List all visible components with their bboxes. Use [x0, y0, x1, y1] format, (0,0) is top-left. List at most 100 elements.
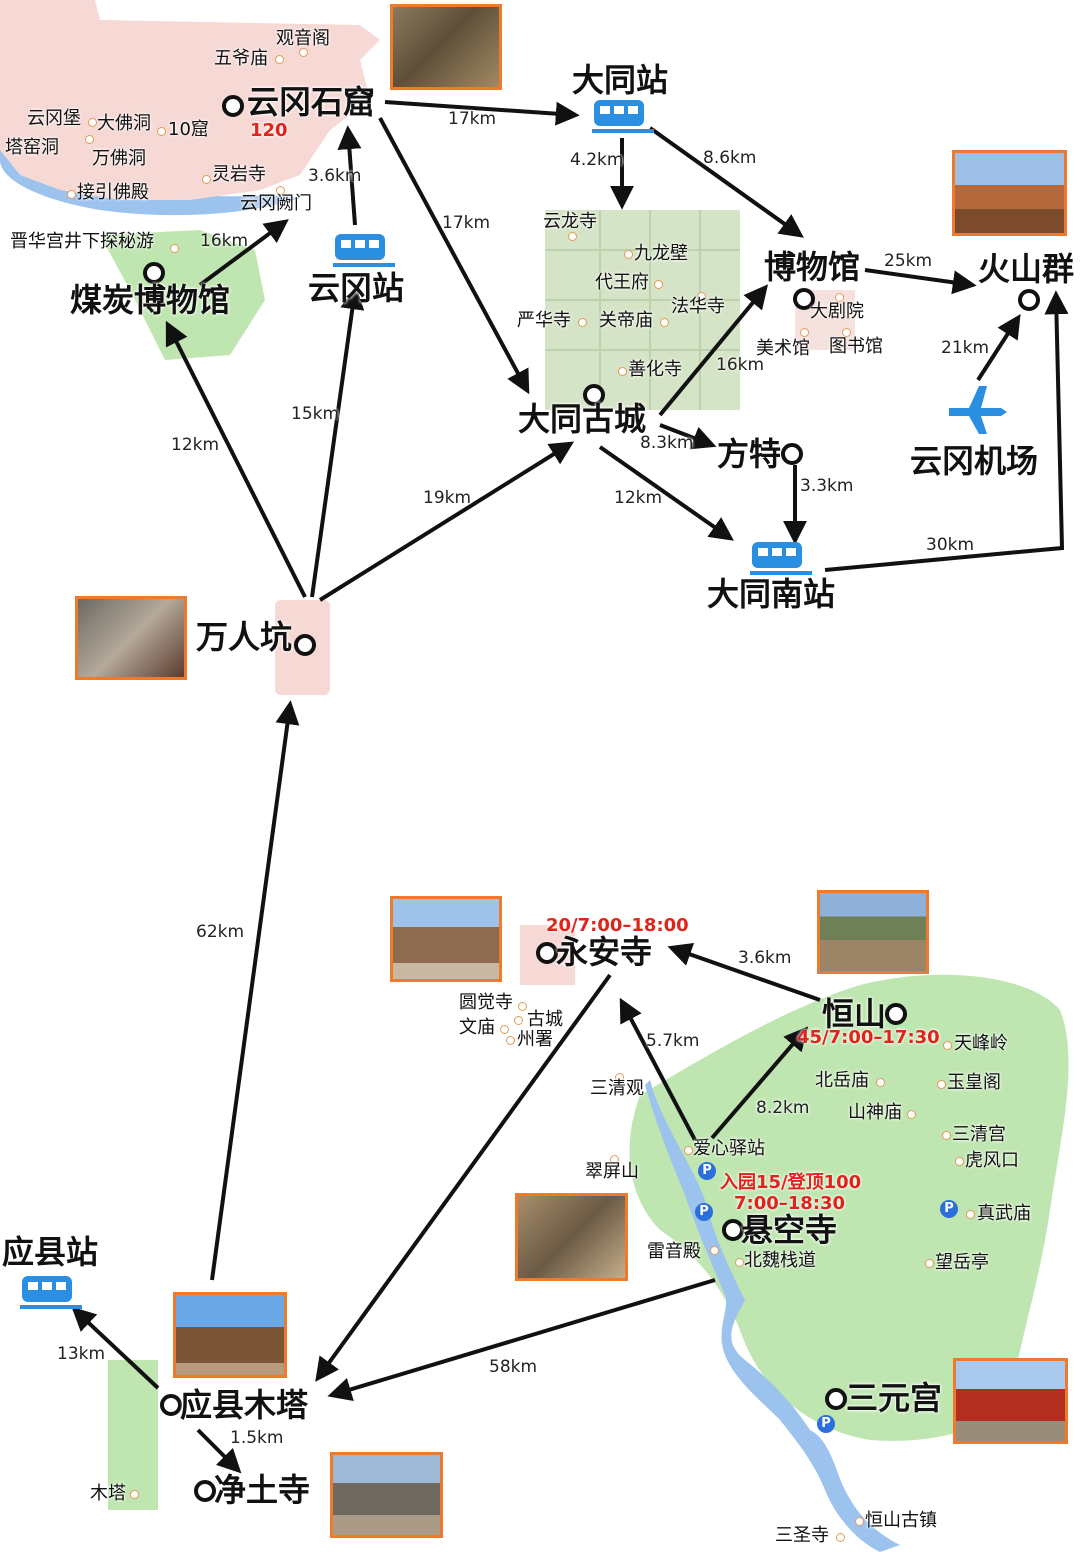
train-icon	[20, 1276, 82, 1309]
place-yingxian-tower: 应县木塔	[180, 1386, 309, 1424]
xuankong-price: 入园15/登顶100	[720, 1172, 862, 1193]
poi-daiwangfu: 代王府	[595, 272, 649, 293]
yingxian-tower-marker	[160, 1394, 182, 1416]
place-south-station: 大同南站	[707, 575, 836, 613]
poi-guanyinge: 观音阁	[276, 28, 330, 49]
place-yingxian-station: 应县站	[2, 1233, 99, 1271]
xuankong-photo	[515, 1193, 628, 1281]
poi-jiulongbi: 九龙壁	[634, 243, 688, 264]
poi-marker	[130, 1490, 139, 1499]
poi-marker	[618, 367, 627, 376]
distance-label: 3.6km	[308, 166, 362, 186]
poi-hufengkou: 虎风口	[965, 1150, 1019, 1171]
poi-marker	[684, 1146, 693, 1155]
airplane-icon	[949, 386, 1007, 434]
yungang-price: 120	[250, 120, 288, 141]
distance-label: 15km	[291, 404, 340, 424]
train-icon	[592, 100, 654, 133]
volcano-photo	[952, 150, 1067, 236]
poi-tushuguan: 图书馆	[829, 336, 883, 357]
poi-marker	[299, 48, 308, 57]
place-fangte: 方特	[717, 435, 782, 473]
distance-label: 12km	[171, 435, 220, 455]
distance-label: 13km	[57, 1344, 106, 1364]
poi-dafodong: 大佛洞	[97, 113, 151, 134]
poi-wenmiao: 文庙	[459, 1017, 495, 1038]
yingxian-photo	[173, 1292, 287, 1378]
place-airport: 云冈机场	[910, 442, 1039, 480]
distance-label: 19km	[423, 488, 472, 508]
distance-label: 1.5km	[230, 1428, 284, 1448]
distance-label: 5.7km	[646, 1031, 700, 1051]
poi-marker	[842, 328, 851, 337]
distance-label: 25km	[884, 251, 933, 271]
poi-yuhuangge: 玉皇阁	[947, 1072, 1001, 1093]
place-sanyuan: 三元宫	[846, 1379, 943, 1417]
distance-label: 8.6km	[703, 148, 757, 168]
place-yungang: 云冈石窟	[247, 83, 376, 121]
parking-icon: P	[698, 1162, 716, 1180]
poi-yuanjuesi: 圆觉寺	[459, 992, 513, 1013]
poi-sanshengsi: 三圣寺	[775, 1525, 829, 1546]
poi-jieyinfodian: 接引佛殿	[77, 182, 149, 203]
parking-icon: P	[940, 1200, 958, 1218]
place-volcano: 火山群	[978, 250, 1075, 288]
poi-marker	[800, 328, 809, 337]
distance-label: 8.2km	[756, 1098, 810, 1118]
yungang-area	[0, 0, 380, 200]
river-top	[0, 30, 300, 216]
poi-sanqingguan: 三清观	[590, 1078, 644, 1099]
poi-yanhuasi: 严华寺	[517, 310, 571, 331]
poi-fahuasi: 法华寺	[671, 296, 725, 317]
poi-marker	[578, 318, 587, 327]
parking-icon: P	[695, 1203, 713, 1221]
place-yungang-station: 云冈站	[308, 269, 405, 307]
coal-museum-area	[100, 230, 265, 360]
poi-marker	[568, 232, 577, 241]
wanrenkeng-photo	[75, 596, 187, 680]
poi-shanshenmiao: 山神庙	[848, 1102, 902, 1123]
volcano-marker	[1018, 289, 1040, 311]
xuankong-marker	[722, 1219, 744, 1241]
poi-marker	[275, 55, 284, 64]
poi-tianfengling: 天峰岭	[954, 1033, 1008, 1054]
poi-marker	[942, 1131, 951, 1140]
poi-jinhuagong: 晋华宫井下探秘游	[10, 231, 154, 252]
yongan-photo	[390, 896, 502, 982]
distance-label: 4.2km	[570, 150, 624, 170]
wanrenkeng-marker	[294, 634, 316, 656]
distance-label: 21km	[941, 338, 990, 358]
poi-marker	[624, 250, 633, 259]
old-city-area	[545, 210, 740, 410]
poi-zhenwumiao: 真武庙	[977, 1203, 1031, 1224]
poi-beiyuemiao: 北岳庙	[815, 1070, 869, 1091]
place-yongan: 永安寺	[556, 933, 653, 971]
poi-cuipingshan: 翠屏山	[585, 1161, 639, 1182]
place-old-city: 大同古城	[518, 400, 647, 438]
poi-meishuguan: 美术馆	[756, 338, 810, 359]
poi-wangyueting: 望岳亭	[935, 1252, 989, 1273]
poi-hengshangzhen: 恒山古镇	[865, 1510, 937, 1531]
poi-marker	[202, 175, 211, 184]
sanyuan-photo	[953, 1358, 1068, 1444]
distance-label: 30km	[926, 535, 975, 555]
poi-marker	[835, 293, 844, 302]
jingtu-photo	[330, 1452, 443, 1538]
yongan-marker	[536, 942, 558, 964]
distance-label: 17km	[448, 109, 497, 129]
distance-label: 17km	[442, 213, 491, 233]
poi-marker	[85, 135, 94, 144]
poi-marker	[937, 1080, 946, 1089]
yingxian-area	[108, 1360, 158, 1510]
parking-icon: P	[817, 1415, 835, 1433]
distance-label: 58km	[489, 1357, 538, 1377]
poi-marker	[610, 1155, 619, 1164]
poi-sanqinggong: 三清宫	[952, 1124, 1006, 1145]
distance-label: 12km	[614, 488, 663, 508]
xuankong-hours: 7:00–18:30	[734, 1193, 846, 1214]
fangte-marker	[781, 443, 803, 465]
coal-museum-marker	[143, 262, 165, 284]
poi-beiweizhandao: 北魏栈道	[744, 1250, 816, 1271]
poi-marker	[925, 1259, 934, 1268]
